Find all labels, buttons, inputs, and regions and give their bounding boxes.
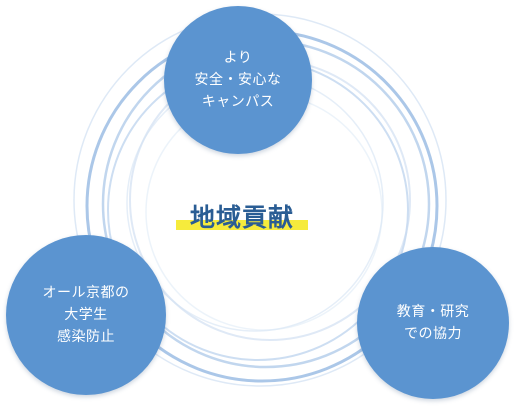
node-line: 安全・安心な xyxy=(194,72,282,88)
center-label-text: 地域貢献 xyxy=(189,203,294,232)
node-line: での協力 xyxy=(404,326,462,342)
node-line: オール京都の xyxy=(42,285,130,301)
center-label: 地域貢献 xyxy=(170,196,314,236)
node-safe-campus: より 安全・安心な キャンパス xyxy=(164,6,312,154)
node-line: 教育・研究 xyxy=(396,304,470,320)
center-label-highlight xyxy=(176,220,308,230)
node-line: キャンパス xyxy=(201,94,275,110)
node-education-research: 教育・研究 での協力 xyxy=(357,247,509,399)
node-infection-prevention: オール京都の 大学生 感染防止 xyxy=(6,235,166,395)
node-line: 大学生 xyxy=(64,307,108,323)
node-line: 感染防止 xyxy=(57,329,115,345)
node-line: より xyxy=(223,50,253,66)
